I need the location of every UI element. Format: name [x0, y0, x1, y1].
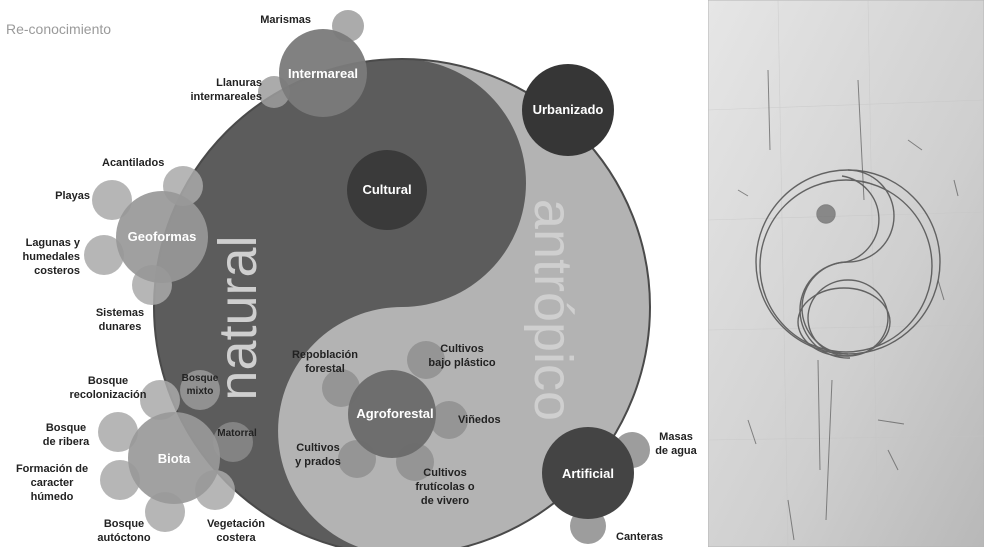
artificial-label: Artificial: [562, 466, 614, 481]
cultural-cluster: Cultural: [347, 150, 427, 230]
matorral-satellite: [213, 422, 253, 462]
geoformas-label: Geoformas: [128, 229, 197, 244]
geoformas-hub: [116, 191, 208, 283]
sketch-drawing: [707, 0, 984, 548]
cultural-label: Cultural: [362, 182, 411, 197]
pencil-yin-yang: [755, 169, 941, 359]
urbanizado-hub: [522, 64, 614, 156]
bosque-ribera-satellite: [98, 412, 138, 452]
antropico-label: antrópico: [523, 199, 583, 421]
vinedos-label: Viñedos: [458, 414, 501, 426]
repoblacion-satellite: [322, 369, 360, 407]
matorral-label: Matorral: [217, 428, 257, 439]
cultural-hub: [347, 150, 427, 230]
urbanizado-label: Urbanizado: [533, 102, 604, 117]
cultivos-plastico-satellite: [407, 341, 445, 379]
artificial-hub: [542, 427, 634, 519]
diagram-title: Re-conocimiento: [6, 21, 111, 37]
yin-yang-diagram: Re-conocimiento natural antrópico Interm…: [6, 10, 698, 547]
lagunas-satellite: [84, 235, 124, 275]
intermareal-label: Intermareal: [288, 66, 358, 81]
acantilados-label: Acantilados: [102, 157, 164, 169]
marismas-label: Marismas: [260, 14, 311, 26]
bosque-mixto-satellite: [180, 370, 220, 410]
sketch-photo: [707, 0, 984, 548]
bosque-recolonizacion-satellite: [140, 380, 180, 420]
biota-label: Biota: [158, 451, 191, 466]
playas-satellite: [92, 180, 132, 220]
urbanizado-cluster: Urbanizado: [522, 64, 614, 156]
biota-hub: [128, 412, 220, 504]
canteras-label: Canteras: [616, 531, 663, 543]
vinedos-satellite: [430, 401, 468, 439]
playas-label: Playas: [55, 190, 90, 202]
intermareal-hub: [279, 29, 367, 117]
natural-label: natural: [208, 235, 268, 400]
agroforestal-label: Agroforestal: [356, 406, 433, 421]
agroforestal-hub: [348, 370, 436, 458]
